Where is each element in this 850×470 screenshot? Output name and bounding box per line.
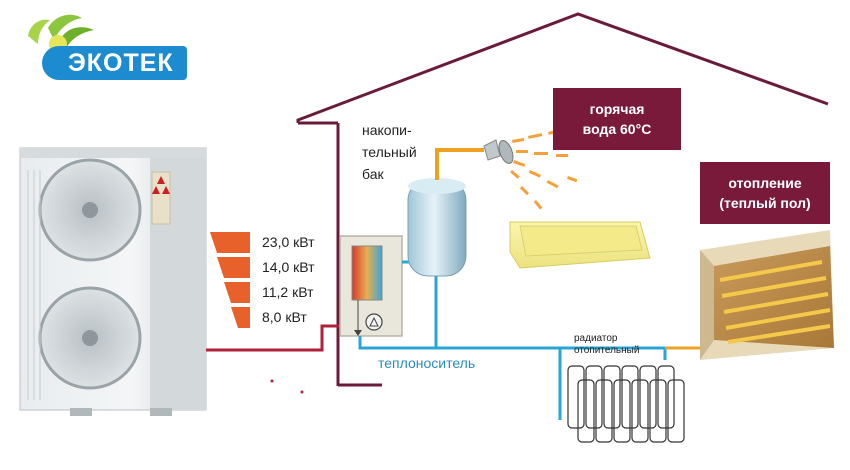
hot-water-label: горячая вода 60°C (553, 88, 681, 150)
power-bar (217, 257, 250, 278)
coolant-pipes (358, 260, 700, 420)
power-level-label: 8,0 кВт (262, 309, 307, 325)
power-level-bars (210, 232, 250, 328)
brand-badge-icon (151, 171, 171, 225)
heating-label-line: отопление (728, 175, 802, 191)
hot-water-pipe (435, 148, 484, 180)
hydro-module (339, 235, 403, 337)
power-bar (224, 282, 250, 303)
outdoor-unit (19, 147, 207, 416)
radiator-label: радиатор отопительный (574, 333, 639, 357)
heating-label: отопление (теплый пол) (700, 162, 830, 224)
hot-water-label-line: вода 60°C (582, 121, 652, 137)
underfloor-heating-icon (700, 230, 834, 360)
radiator-icon (567, 365, 685, 443)
power-bar (210, 232, 250, 253)
power-level-label: 23,0 кВт (262, 234, 315, 250)
water-spray (510, 129, 578, 210)
power-level-label: 11,2 кВт (262, 284, 314, 300)
hot-pipe (206, 324, 340, 352)
storage-tank (407, 178, 467, 277)
tank-label: накопи- тельный бак (362, 119, 417, 185)
power-bar (231, 307, 250, 328)
radiator-label-line: радиатор (574, 333, 618, 344)
tank-label-line: тельный (362, 144, 417, 160)
hot-water-label-line: горячая (589, 101, 645, 117)
tank-label-line: накопи- (362, 122, 412, 138)
radiator-label-line: отопительный (574, 345, 640, 356)
bathtub-icon (509, 221, 651, 269)
power-level-label: 14,0 кВт (262, 259, 315, 275)
shower-head-icon (483, 139, 514, 164)
heating-label-line: (теплый пол) (719, 195, 811, 211)
logo-text: ЭКОТЕК (42, 46, 187, 80)
coolant-label: теплоноситель (378, 355, 476, 371)
tank-label-line: бак (362, 166, 384, 182)
